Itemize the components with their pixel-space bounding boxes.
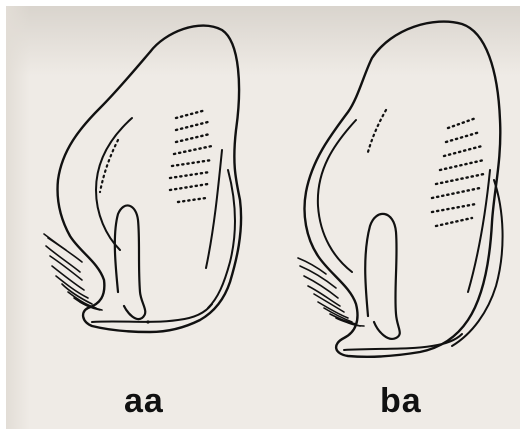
aa-tragus — [115, 205, 145, 319]
ba-dot-rows — [432, 118, 484, 226]
aa-outer-outline — [58, 26, 242, 332]
aa-lobe-base — [92, 304, 212, 322]
ba-posterior-rim — [452, 180, 503, 346]
ba-hair-tuft — [298, 258, 364, 326]
label-aa: aa — [124, 382, 164, 421]
label-ba: ba — [380, 382, 422, 421]
aa-antihelix-dots — [100, 140, 118, 192]
drawing-ba — [298, 22, 503, 357]
ba-tragus — [365, 214, 400, 339]
ba-antihelix-dots — [368, 110, 386, 152]
aa-helix-inner — [96, 118, 132, 250]
drawing-aa — [44, 26, 241, 332]
ba-helix-inner — [318, 120, 356, 272]
aa-dot-rows — [170, 110, 212, 202]
aa-dot — [146, 320, 149, 323]
aa-hair-tuft — [44, 234, 102, 310]
aa-concha-rim — [206, 150, 222, 268]
